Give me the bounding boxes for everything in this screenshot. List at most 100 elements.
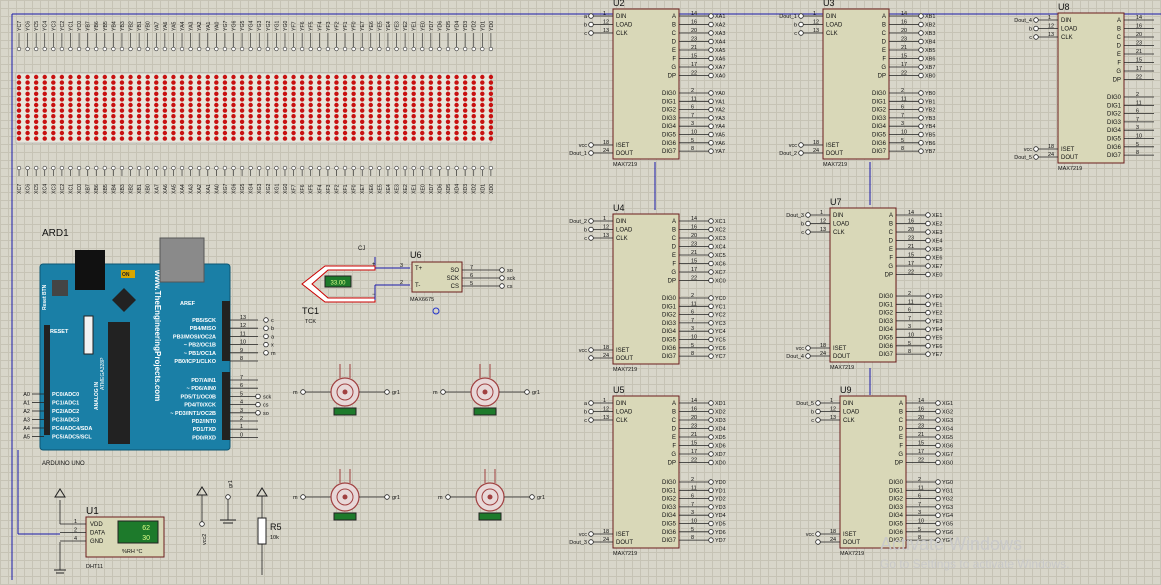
matrix-bottom-pin[interactable] xyxy=(171,165,176,171)
pin-terminal[interactable] xyxy=(708,336,714,343)
pin-terminal[interactable] xyxy=(918,64,924,70)
matrix-bottom-pin[interactable] xyxy=(102,165,107,171)
matrix-top-pin[interactable] xyxy=(351,46,356,52)
pin-terminal[interactable] xyxy=(918,55,924,62)
pin-terminal[interactable] xyxy=(708,495,714,502)
matrix-top-pin[interactable] xyxy=(342,46,348,52)
pin-terminal[interactable] xyxy=(263,333,269,340)
matrix-top-pin[interactable] xyxy=(231,46,236,52)
pin-terminal[interactable] xyxy=(918,131,924,138)
pin-terminal[interactable] xyxy=(935,408,941,415)
matrix-bottom-pin[interactable] xyxy=(16,165,22,171)
matrix-bottom-pin[interactable] xyxy=(154,165,159,171)
matrix-top-pin[interactable] xyxy=(239,46,245,52)
chip-u9[interactable]: U9MAX7219DIN1Dout_5LOAD12bCLK13cISET18vc… xyxy=(796,385,953,557)
matrix-bottom-pin[interactable] xyxy=(445,165,451,171)
matrix-bottom-pin[interactable] xyxy=(231,165,236,171)
matrix-bottom-pin[interactable] xyxy=(265,165,270,171)
arduino-reset-button[interactable] xyxy=(52,280,68,296)
pin-terminal[interactable] xyxy=(925,229,931,235)
matrix-top-pin[interactable] xyxy=(463,46,468,52)
pin-terminal[interactable] xyxy=(588,400,594,406)
chip-body[interactable] xyxy=(612,213,680,365)
matrix-top-pin[interactable] xyxy=(128,46,133,52)
matrix-top-pin[interactable] xyxy=(437,46,442,52)
matrix-bottom-pin[interactable] xyxy=(76,165,82,171)
pin-terminal[interactable] xyxy=(708,487,714,493)
matrix-bottom-pin[interactable] xyxy=(385,165,391,171)
matrix-top-pin[interactable] xyxy=(85,46,90,52)
matrix-top-pin[interactable] xyxy=(480,46,485,52)
matrix-bottom-pin[interactable] xyxy=(454,165,459,171)
matrix-bottom-pin[interactable] xyxy=(360,165,365,171)
matrix-bottom-pin[interactable] xyxy=(42,165,47,171)
pin-terminal[interactable] xyxy=(708,295,714,301)
pin-terminal[interactable] xyxy=(918,13,924,19)
pin-terminal[interactable] xyxy=(925,293,931,299)
pin-terminal[interactable] xyxy=(815,408,821,415)
pin-terminal[interactable] xyxy=(708,106,714,113)
pin-terminal[interactable] xyxy=(708,512,714,518)
chip-u3[interactable]: U3MAX7219DIN1Dout_1LOAD12bCLK13cISET18vc… xyxy=(779,0,935,168)
matrix-bottom-pin[interactable] xyxy=(25,165,30,171)
matrix-bottom-pin[interactable] xyxy=(179,165,185,171)
thermocouple-body[interactable] xyxy=(301,265,376,303)
matrix-bottom-pin[interactable] xyxy=(317,165,322,171)
matrix-bottom-pin[interactable] xyxy=(325,165,330,171)
matrix-top-pin[interactable] xyxy=(488,46,494,52)
pin-terminal[interactable] xyxy=(1033,154,1039,160)
pin-terminal[interactable] xyxy=(798,30,804,36)
matrix-top-pin[interactable] xyxy=(403,46,408,52)
pin-terminal[interactable] xyxy=(708,64,714,70)
pin-terminal[interactable] xyxy=(708,269,714,275)
pin-terminal[interactable] xyxy=(225,494,231,500)
pin-terminal[interactable] xyxy=(815,531,821,537)
pin-terminal[interactable] xyxy=(805,353,811,359)
pin-terminal[interactable] xyxy=(708,90,714,96)
pin-terminal[interactable] xyxy=(708,459,714,466)
pin-terminal[interactable] xyxy=(935,459,941,466)
matrix-top-pin[interactable] xyxy=(137,46,142,52)
matrix-bottom-pin[interactable] xyxy=(480,165,485,171)
matrix-top-pin[interactable] xyxy=(308,46,313,52)
pin-terminal[interactable] xyxy=(588,417,594,423)
matrix-top-pin[interactable] xyxy=(102,46,107,52)
pin-terminal[interactable] xyxy=(588,218,594,224)
pin-terminal[interactable] xyxy=(918,123,924,129)
chip-u5[interactable]: U5MAX7219DIN1aLOAD12bCLK13cISET18vccDOUT… xyxy=(569,385,725,557)
pin-terminal[interactable] xyxy=(708,30,714,36)
chip-body[interactable] xyxy=(839,395,907,549)
pin-terminal[interactable] xyxy=(1033,146,1039,152)
matrix-bottom-pin[interactable] xyxy=(51,165,56,171)
pin-terminal[interactable] xyxy=(935,512,941,518)
pin-terminal[interactable] xyxy=(925,220,931,227)
matrix-bottom-pin[interactable] xyxy=(214,165,219,171)
pin-terminal[interactable] xyxy=(925,237,931,244)
matrix-top-pin[interactable] xyxy=(154,46,159,52)
pin-terminal[interactable] xyxy=(918,72,924,79)
pin-terminal[interactable] xyxy=(708,434,714,440)
matrix-top-pin[interactable] xyxy=(179,46,185,52)
pin-terminal[interactable] xyxy=(918,148,924,154)
pin-terminal[interactable] xyxy=(588,531,594,537)
matrix-top-pin[interactable] xyxy=(325,46,330,52)
matrix-top-pin[interactable] xyxy=(334,46,339,52)
chip-u8[interactable]: U8MAX7219DIN1Dout_4LOAD12bCLK13cISET18vc… xyxy=(1014,2,1154,172)
pin-terminal[interactable] xyxy=(805,212,811,218)
pin-terminal[interactable] xyxy=(918,115,924,121)
pin-terminal[interactable] xyxy=(1033,34,1039,40)
pin-terminal[interactable] xyxy=(263,317,269,323)
matrix-bottom-pin[interactable] xyxy=(308,165,313,171)
matrix-bottom-pin[interactable] xyxy=(403,165,408,171)
matrix-bottom-pin[interactable] xyxy=(420,165,425,171)
matrix-bottom-pin[interactable] xyxy=(197,165,202,171)
pin-terminal[interactable] xyxy=(588,539,594,545)
pin-terminal[interactable] xyxy=(708,38,714,45)
pin-terminal[interactable] xyxy=(708,21,714,28)
pin-terminal[interactable] xyxy=(708,442,714,449)
pin-terminal[interactable] xyxy=(935,400,941,406)
pin-terminal[interactable] xyxy=(588,21,594,28)
pin-terminal[interactable] xyxy=(925,326,931,332)
